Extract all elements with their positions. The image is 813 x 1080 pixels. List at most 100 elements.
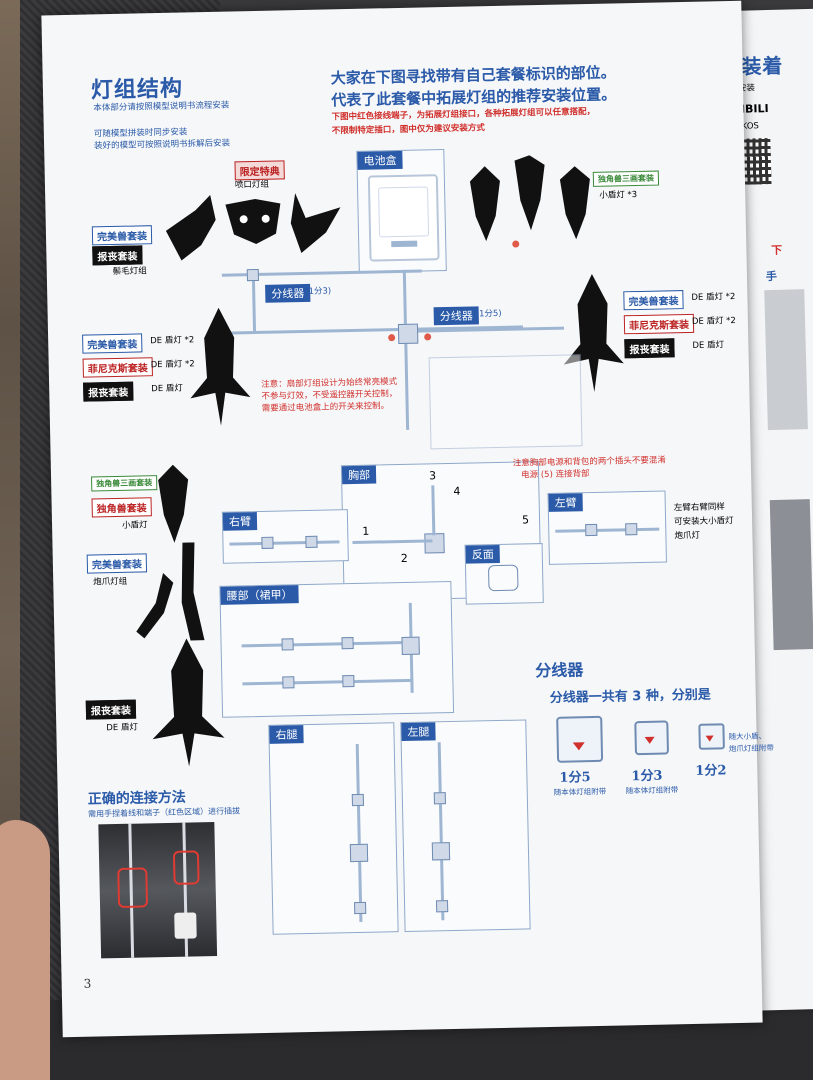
right-page-red-text: 下 (771, 243, 783, 258)
left-arm-wire (555, 527, 660, 533)
battery-box-label: 电池盒 (357, 150, 403, 170)
intro-line-3: 装好的模型可按照说明书拆解后安装 (94, 138, 231, 152)
splitter-1-label: 分线器 (265, 283, 311, 303)
small-shield-x3-label: 小盾灯 *3 (599, 190, 638, 201)
splitter-1-2-icon (698, 723, 725, 750)
de-shield-x2-label-3: DE 盾灯 *2 (691, 291, 736, 303)
chest-num-5: 5 (521, 513, 530, 527)
tag-perfect-beast-2: 完美兽套装 (82, 333, 143, 354)
tag-perfect-beast-3: 完美兽套装 (623, 290, 684, 311)
left-leg-panel: 左腿 (400, 719, 531, 933)
waist-splitter-node (401, 636, 420, 656)
tag-mourning-4: 报丧套装 (85, 699, 137, 720)
split-1-3-label: 1分3 (631, 768, 663, 785)
left-arm-panel: 左臂 (547, 490, 667, 565)
tag-mourning-2: 报丧套装 (83, 381, 134, 402)
tag-mourning-1: 报丧套装 (92, 245, 143, 266)
tag-mourning-3: 报丧套装 (624, 338, 675, 359)
waist-node-2 (341, 637, 354, 650)
splitter-1-3-icon (634, 720, 669, 756)
waist-wire-1 (241, 640, 412, 648)
chest-note-2: 电源 (5) 连接背部 (521, 469, 590, 481)
splitter-2-sub: (1分5) (475, 308, 502, 320)
red-connector (512, 240, 520, 248)
waist-wire-2 (242, 678, 413, 686)
chest-splitter-node (424, 533, 445, 554)
right-arm-label: 右臂 (222, 512, 258, 531)
battery-switch-icon (391, 240, 418, 248)
back-side-label: 反面 (465, 544, 500, 564)
splitter-1-sub: (1分3) (305, 286, 332, 297)
red-connector (424, 333, 432, 341)
right-page-subtitle: 手 (765, 269, 778, 284)
arm-note-1: 左臂右臂同样 (673, 502, 725, 514)
correct-method-title: 正确的连接方法 (87, 789, 186, 808)
tag-unicorn-three-2: 独角兽三画套装 (91, 475, 158, 492)
arrow-down-icon (705, 735, 714, 742)
splitter-1-5-icon (556, 715, 604, 763)
right-page-photo (764, 289, 808, 431)
chest-label: 胸部 (341, 465, 377, 485)
red-connector (388, 334, 396, 342)
splitter-node-2 (397, 323, 419, 345)
small-shield-silhouettes (469, 155, 590, 242)
intro-line-1: 本体部分请按照模型说明书流程安装 (93, 100, 230, 114)
limited-badge: 限定特典 (234, 160, 285, 181)
tag-unicorn-three-1: 独角兽三画套装 (592, 170, 660, 187)
right-arm-panel: 右臂 (221, 509, 349, 564)
split-note-3a: 随大小盾、 (728, 731, 767, 742)
left-leg-label: 左腿 (401, 722, 436, 742)
right-leg-panel: 右腿 (268, 722, 399, 935)
waist-node-4 (342, 675, 355, 688)
right-leg-node-2 (349, 843, 369, 863)
warning-line-3: 需要通过电池盒上的开关来控制。 (261, 401, 390, 414)
nozzle-light-silhouette (165, 193, 341, 261)
red-highlight-region (117, 867, 149, 909)
page-title: 灯组结构 (90, 76, 184, 104)
small-shield-label: 小盾灯 (121, 520, 148, 531)
de-shield-bottom-silhouette (152, 638, 225, 767)
arm-note-2: 可安装大小盾灯 (674, 516, 734, 528)
tag-unicorn: 独角兽套装 (91, 497, 152, 518)
backpack-panel (428, 354, 583, 450)
de-shield-x2-label-4: DE 盾灯 *2 (691, 315, 737, 327)
split-note-2: 随本体灯组附带 (625, 785, 679, 796)
cannon-claw-label: 炮爪灯组 (93, 576, 128, 588)
right-leg-label: 右腿 (269, 725, 304, 744)
chest-num-3: 3 (428, 469, 437, 483)
left-arm-node-1 (585, 523, 598, 537)
red-note-2: 不限制特定插口，图中仅为建议安装方式 (331, 123, 485, 137)
back-connector-icon (487, 564, 519, 592)
left-leg-node-1 (433, 792, 446, 805)
battery-box-icon (367, 174, 440, 262)
back-side-panel: 反面 (464, 543, 544, 605)
waist-label: 腰部（裙甲） (220, 585, 299, 605)
connector-plug (174, 912, 197, 939)
manual-page: 灯组结构 本体部分请按照模型说明书流程安装 可随模型拼装时同步安装 装好的模型可… (41, 0, 774, 1038)
de-shield-right-silhouette (563, 273, 624, 392)
correct-method-desc: 需用手捏着线和端子（红色区域）进行插拔 (88, 806, 241, 819)
de-shield-label-3: DE 盾灯 (106, 722, 139, 734)
red-highlight-region (172, 850, 200, 885)
split-note-3b: 炮爪灯组附带 (728, 743, 774, 754)
right-leg-node-1 (351, 793, 364, 807)
right-arm-wire (229, 540, 340, 546)
left-leg-node-2 (431, 842, 451, 861)
waist-node-1 (281, 638, 294, 651)
right-leg-wire (355, 743, 363, 922)
arm-note-3: 炮爪灯 (674, 530, 701, 542)
splitter-section-title: 分线器 (535, 660, 584, 681)
splitter-section-desc: 分线器一共有 3 种，分别是 (549, 687, 712, 706)
splitter-2-label: 分线器 (433, 306, 479, 326)
right-leg-node-3 (354, 901, 367, 915)
split-1-2-label: 1分2 (695, 763, 727, 779)
tag-perfect-beast-1: 完美兽套装 (91, 225, 153, 246)
mane-light-label: 鬃毛灯组 (112, 266, 147, 278)
page-number: 3 (83, 976, 92, 991)
de-shield-left-silhouette (190, 307, 251, 426)
battery-cover-icon (378, 186, 430, 238)
connection-photo (98, 821, 218, 959)
split-1-5-label: 1分5 (559, 770, 591, 786)
wire-center (402, 269, 410, 430)
left-leg-node-3 (435, 900, 449, 913)
